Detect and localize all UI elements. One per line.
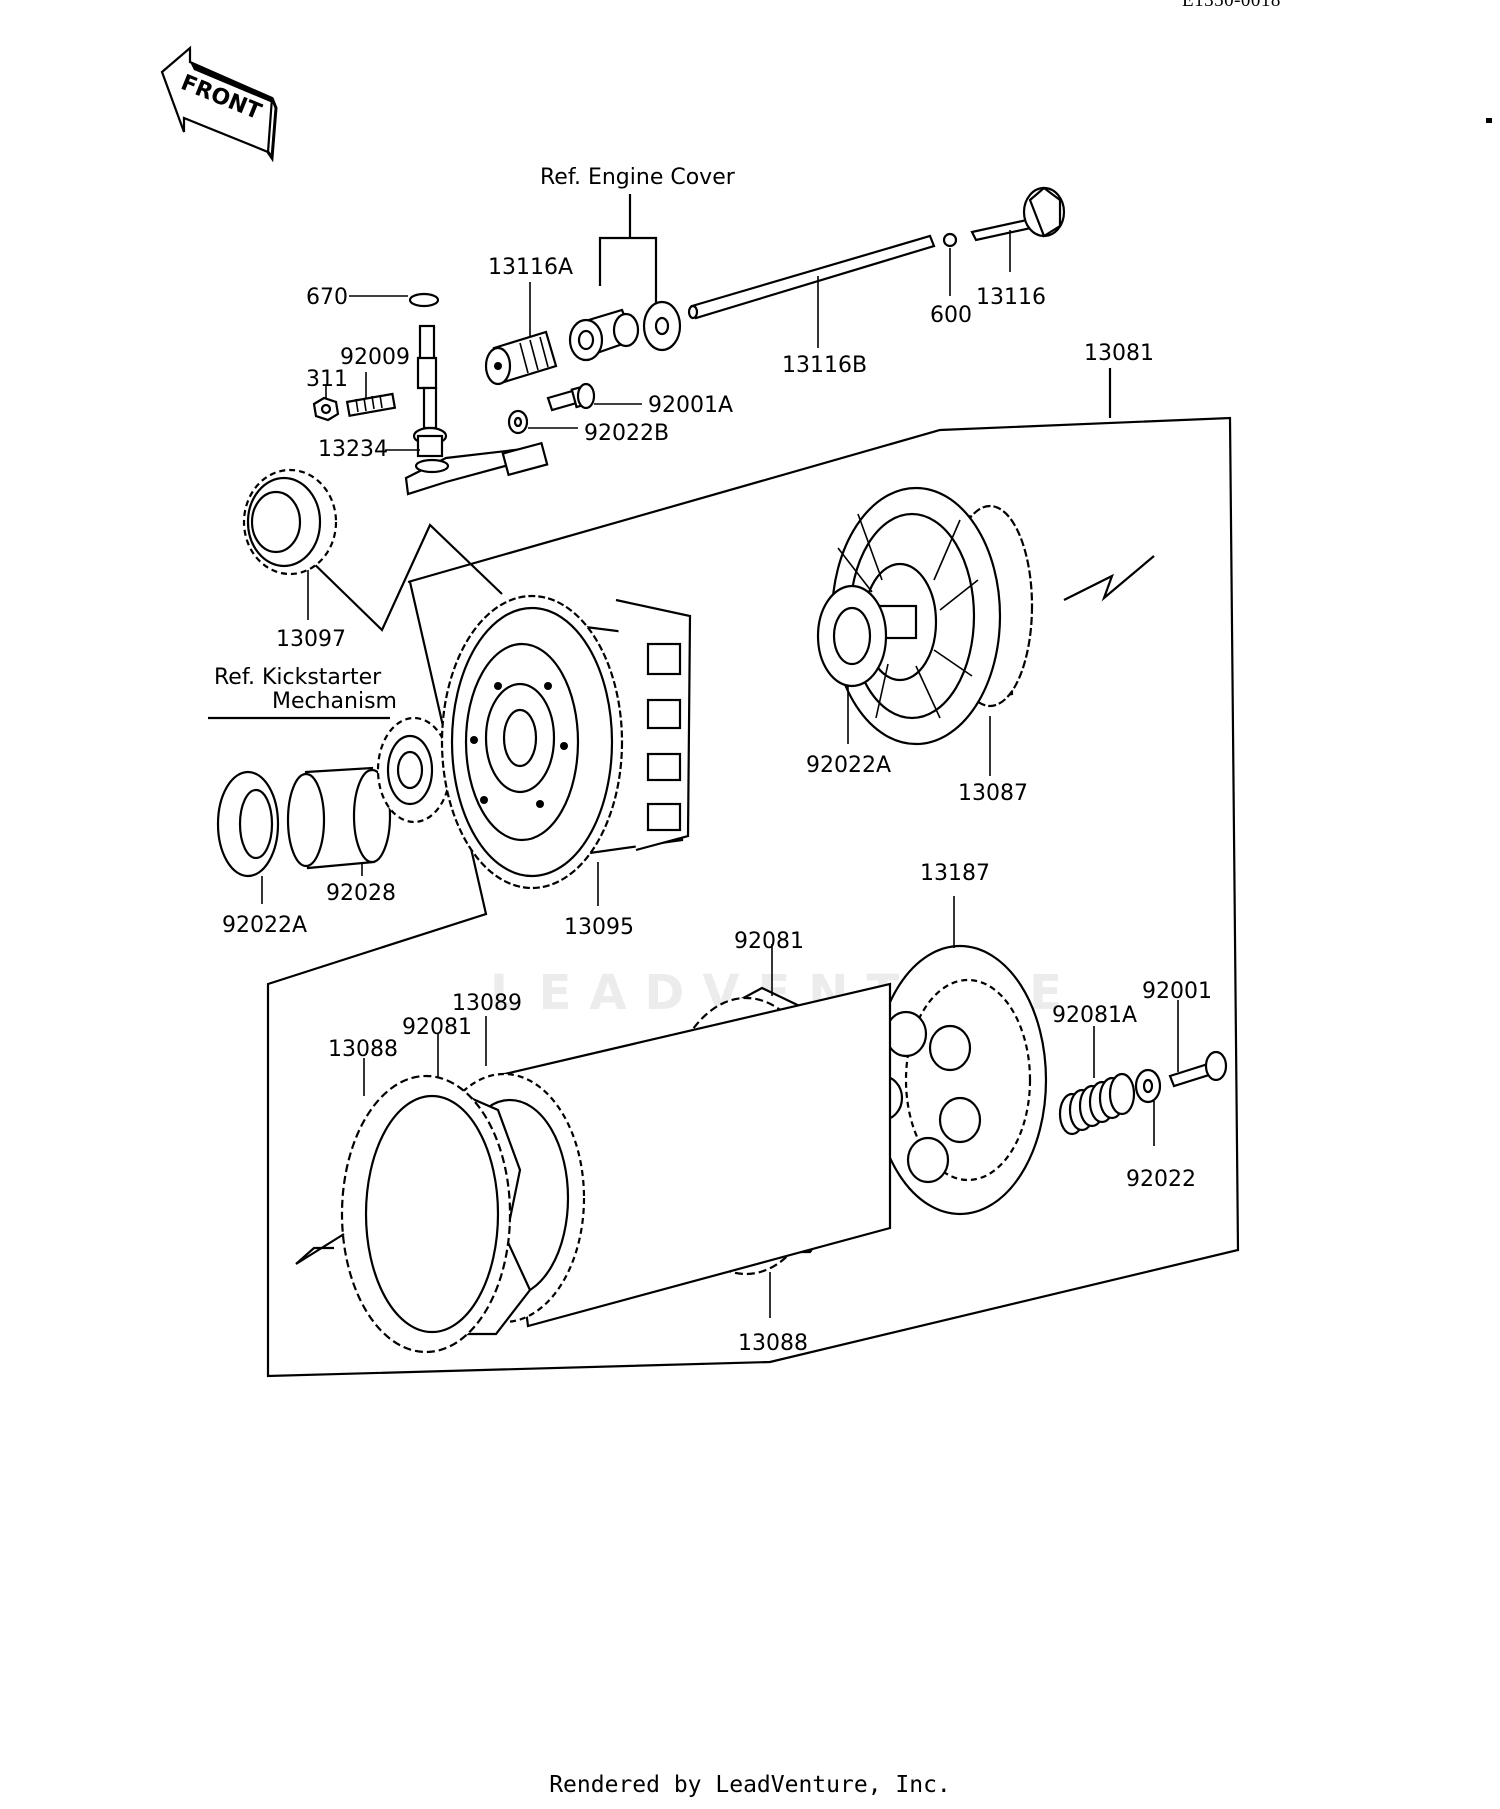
kickstarter-gear-icon: [376, 716, 452, 824]
bushing-icon: [568, 308, 640, 362]
callout-92001: 92001: [1142, 979, 1212, 1004]
steel-plate-13089-icon: [422, 982, 892, 1328]
callout-13097: 13097: [276, 627, 346, 652]
callout-92022A-top: 92022A: [806, 753, 891, 778]
callout-92022: 92022: [1126, 1167, 1196, 1192]
callout-92022B: 92022B: [584, 421, 669, 446]
washer-icon: [642, 300, 682, 352]
pressure-plate-13187-icon: [860, 944, 1048, 1216]
callout-13116A: 13116A: [488, 255, 573, 280]
callout-92081A: 92081A: [1052, 1003, 1137, 1028]
callout-600: 600: [930, 303, 972, 328]
callout-13087: 13087: [958, 781, 1028, 806]
ball-600-icon: [942, 232, 958, 248]
washer-92022A-left-icon: [216, 770, 280, 878]
clutch-housing-13095-icon: [440, 594, 692, 890]
callout-311: 311: [306, 367, 348, 392]
friction-plate-13088-left-icon: [340, 1074, 512, 1354]
assembly-outline: [266, 416, 1240, 1378]
gear-reference-leader: [304, 523, 503, 632]
clutch-hub-13087-icon: [830, 486, 1034, 746]
gear-13116A-icon: [484, 330, 558, 386]
bolt-92001A-icon: [546, 382, 596, 412]
washer-92022A-top-icon: [816, 584, 888, 688]
callout-13234: 13234: [318, 437, 388, 462]
spring-92081A-icon: [1058, 1072, 1136, 1136]
ref-kickstarter-mechanism-label: Mechanism: [272, 689, 397, 714]
callout-13116: 13116: [976, 285, 1046, 310]
callout-92081-mid: 92081: [734, 929, 804, 954]
callout-670: 670: [306, 285, 348, 310]
washer-92022-icon: [1134, 1068, 1162, 1104]
callout-92022A-left: 92022A: [222, 913, 307, 938]
rendered-by-footer: Rendered by LeadVenture, Inc.: [549, 1772, 951, 1798]
front-arrow-icon: FRONT: [160, 45, 278, 163]
stud-92009-icon: [345, 392, 397, 417]
callout-13187: 13187: [920, 861, 990, 886]
ref-engine-cover-label: Ref. Engine Cover: [540, 165, 736, 190]
callout-13116B: 13116B: [782, 353, 867, 378]
hub-reference-leader: [1063, 555, 1155, 602]
edge-mark: [1486, 118, 1492, 123]
callout-13081: 13081: [1084, 341, 1154, 366]
callout-13088-bottom: 13088: [738, 1331, 808, 1356]
washer-92022B-icon: [507, 409, 529, 435]
callout-13089: 13089: [452, 991, 522, 1016]
shaft-13234-icon: [404, 324, 549, 496]
ring-670-icon: [408, 292, 440, 308]
callout-92081-left: 92081: [402, 1015, 472, 1040]
callout-13095: 13095: [564, 915, 634, 940]
callout-92009: 92009: [340, 345, 410, 370]
nut-311-icon: [312, 396, 340, 422]
push-rod-13116-icon: [970, 186, 1066, 242]
callout-13088-left: 13088: [328, 1037, 398, 1062]
ref-kickstarter-label: Ref. Kickstarter: [214, 665, 382, 690]
callout-92001A: 92001A: [648, 393, 733, 418]
plates-reference-leader: [295, 1233, 345, 1265]
callout-92028: 92028: [326, 881, 396, 906]
document-code: E1350-0018: [1182, 0, 1281, 11]
gear-13097-icon: [242, 468, 338, 576]
push-rod-13116B-icon: [687, 234, 936, 320]
sleeve-92028-icon: [286, 766, 392, 870]
bolt-92001-icon: [1168, 1050, 1228, 1088]
